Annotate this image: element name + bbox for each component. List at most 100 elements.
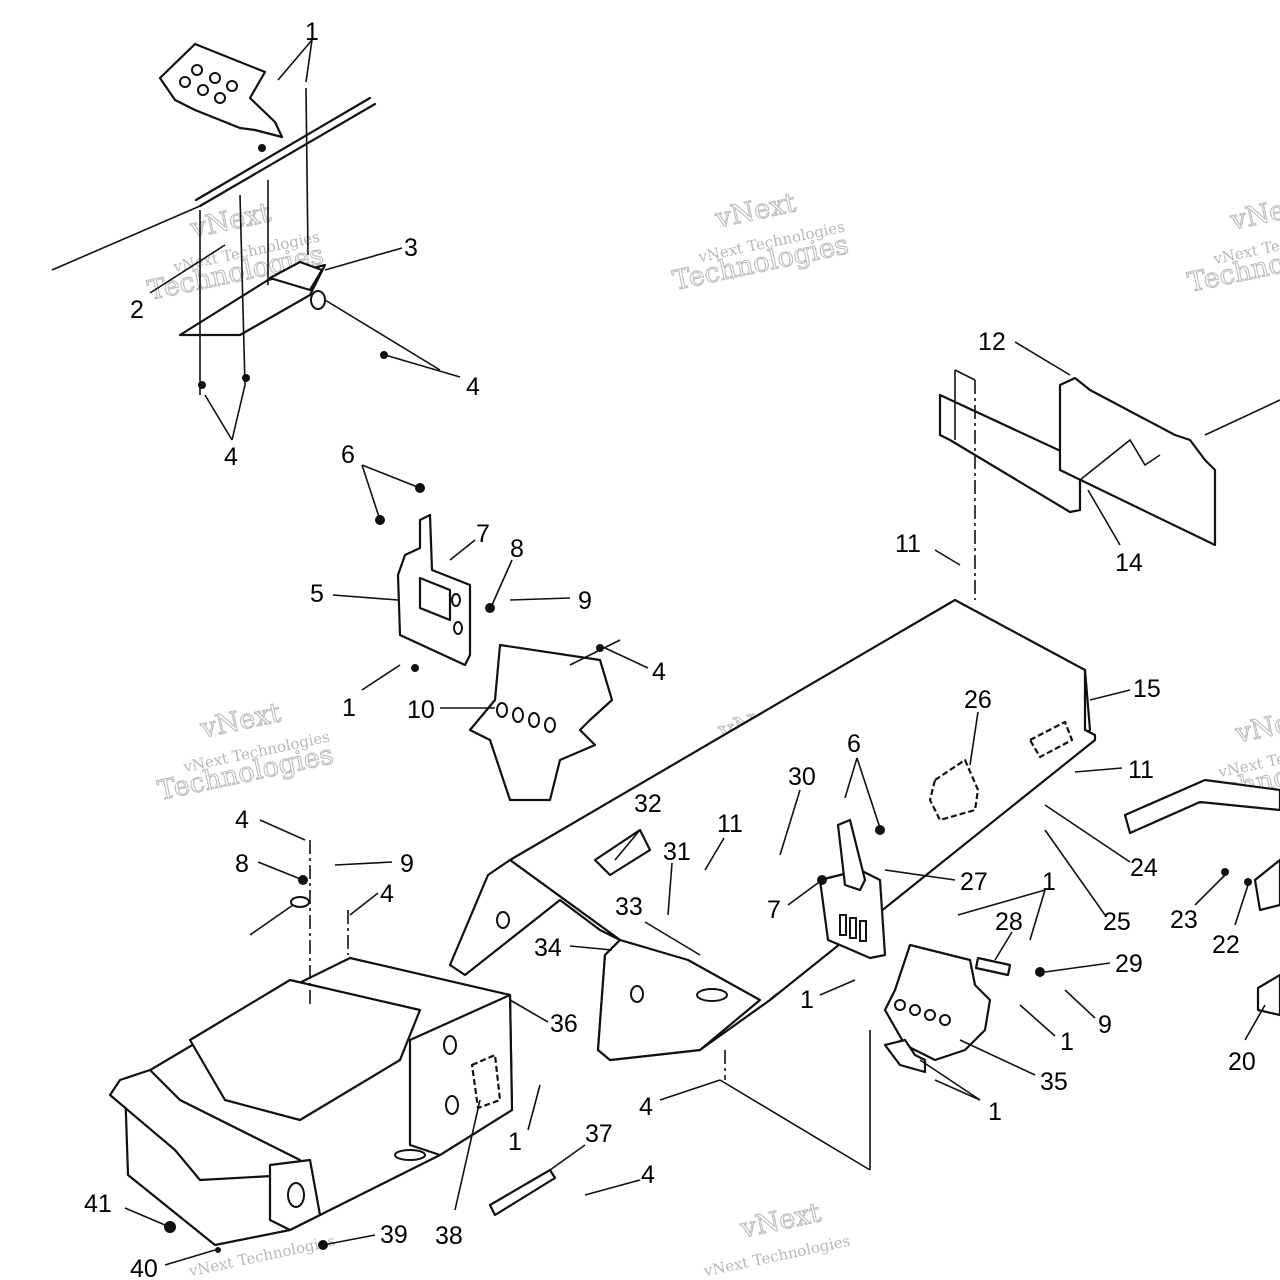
- shaft-upper: [198, 102, 377, 208]
- callout-4: 4: [380, 880, 394, 908]
- tunnel-slot: [696, 988, 728, 1002]
- flap-break-line: [1079, 438, 1161, 481]
- leader-41: [249, 904, 294, 936]
- screw: [875, 825, 885, 835]
- fastener-39: [215, 1247, 221, 1253]
- leader-1: [957, 889, 1046, 916]
- chassis-slot: [394, 1149, 426, 1161]
- callout-39: 40: [130, 1255, 158, 1280]
- watermark-mid-left: vNext vNext Technologies Technologies: [154, 697, 336, 808]
- leader-9: [1064, 989, 1096, 1019]
- callout-15: 15: [1133, 675, 1161, 703]
- callout-9: 9: [1098, 1011, 1112, 1039]
- mount-slot: [849, 917, 857, 939]
- leader-31: [667, 862, 673, 916]
- heat-shield: [158, 42, 284, 139]
- chassis-hole: [445, 1095, 459, 1115]
- guard-hole: [528, 712, 540, 728]
- callout-20: 20: [1228, 1048, 1256, 1076]
- callout-9: 9: [578, 587, 592, 615]
- heat-shield-hole: [209, 72, 221, 84]
- callout-1: 1: [988, 1098, 1002, 1126]
- leader-12: [1014, 341, 1071, 376]
- bracket-hole: [894, 999, 906, 1011]
- callout-23: 24: [1130, 854, 1158, 882]
- mount-slot: [839, 914, 847, 936]
- watermark-vnext-technologies: vNext Technologies: [701, 1232, 851, 1280]
- leader-1: [527, 1084, 541, 1131]
- callout-30: 30: [788, 763, 816, 791]
- callout-26: 27: [960, 868, 988, 896]
- leader-6: [856, 757, 881, 829]
- callout-2: 2: [130, 296, 144, 324]
- callout-12: 12: [978, 328, 1006, 356]
- watermark-vnext: vNext: [712, 187, 799, 234]
- shaft-lower: [51, 205, 201, 271]
- callout-22: 23: [1170, 906, 1198, 934]
- watermark-bottom-center: vNext vNext Technologies: [701, 1197, 851, 1280]
- leader-1: [919, 1059, 981, 1101]
- leader-5: [332, 594, 399, 601]
- tunnel-hole: [496, 911, 510, 929]
- callout-1: 1: [508, 1128, 522, 1156]
- callout-10: 10: [407, 696, 435, 724]
- leader-20: [1244, 1004, 1266, 1041]
- tunnel-assembly: [448, 598, 1097, 1171]
- rail-edge: [954, 369, 976, 381]
- leader-4: [204, 394, 233, 441]
- bracket-hole: [924, 1009, 936, 1021]
- lower-left-chassis: [108, 840, 557, 1253]
- leader-21: [1234, 884, 1249, 926]
- leader-4: [584, 1179, 641, 1196]
- tunnel-tab: [593, 828, 652, 877]
- callout-8: 8: [510, 535, 524, 563]
- callout-6: 6: [847, 730, 861, 758]
- leader-11: [1074, 767, 1123, 773]
- leader-9: [509, 597, 571, 601]
- callout-33: 33: [615, 893, 643, 921]
- callout-8: 8: [235, 850, 249, 878]
- callout-6: 6: [341, 441, 355, 469]
- leader-11: [934, 549, 961, 566]
- leader-11: [704, 837, 725, 871]
- bracket-plate-tab: [268, 260, 324, 292]
- callout-4: 4: [641, 1161, 655, 1189]
- callout-14: 14: [1115, 549, 1143, 577]
- chassis-hole: [443, 1035, 457, 1055]
- center-mount-arm: [836, 818, 867, 892]
- bracket-hole: [909, 1004, 921, 1016]
- center-mount-assembly: [817, 818, 887, 960]
- callout-9: 9: [400, 850, 414, 878]
- callout-11: 11: [717, 810, 743, 838]
- leader-29: [959, 1039, 1036, 1076]
- callout-4: 4: [466, 373, 480, 401]
- rail: [1123, 778, 1280, 835]
- leader-34: [569, 945, 613, 951]
- guard-plate: [468, 643, 614, 802]
- bracket-hole: [939, 1014, 951, 1026]
- leader-15: [1089, 689, 1131, 701]
- callout-29: 35: [1040, 1068, 1068, 1096]
- callout-37: 38: [435, 1222, 463, 1250]
- watermark-vnext: vNext: [197, 697, 284, 744]
- callout-40: 41: [84, 1190, 112, 1218]
- heat-shield-hole: [191, 64, 203, 76]
- right-bracket-plate: [883, 943, 992, 1062]
- leader-4: [259, 819, 306, 841]
- top-right-panel-assembly: [938, 369, 1280, 600]
- callout-25: 26: [964, 686, 992, 714]
- callout-31: 31: [663, 838, 691, 866]
- chassis-hole: [287, 1182, 305, 1208]
- callout-7: 7: [476, 520, 490, 548]
- clip: [485, 603, 495, 613]
- watermark-vnext: vNext: [1232, 702, 1280, 749]
- leader-9: [334, 861, 393, 866]
- callout-38: 39: [380, 1221, 408, 1249]
- fastener: [596, 644, 604, 652]
- rail-bracket: [1253, 858, 1280, 912]
- strap-27: [974, 956, 1012, 977]
- guard-hole: [496, 702, 508, 718]
- tunnel-side-left: [448, 858, 622, 977]
- leader-25: [969, 711, 979, 766]
- callout-11: 11: [895, 530, 921, 558]
